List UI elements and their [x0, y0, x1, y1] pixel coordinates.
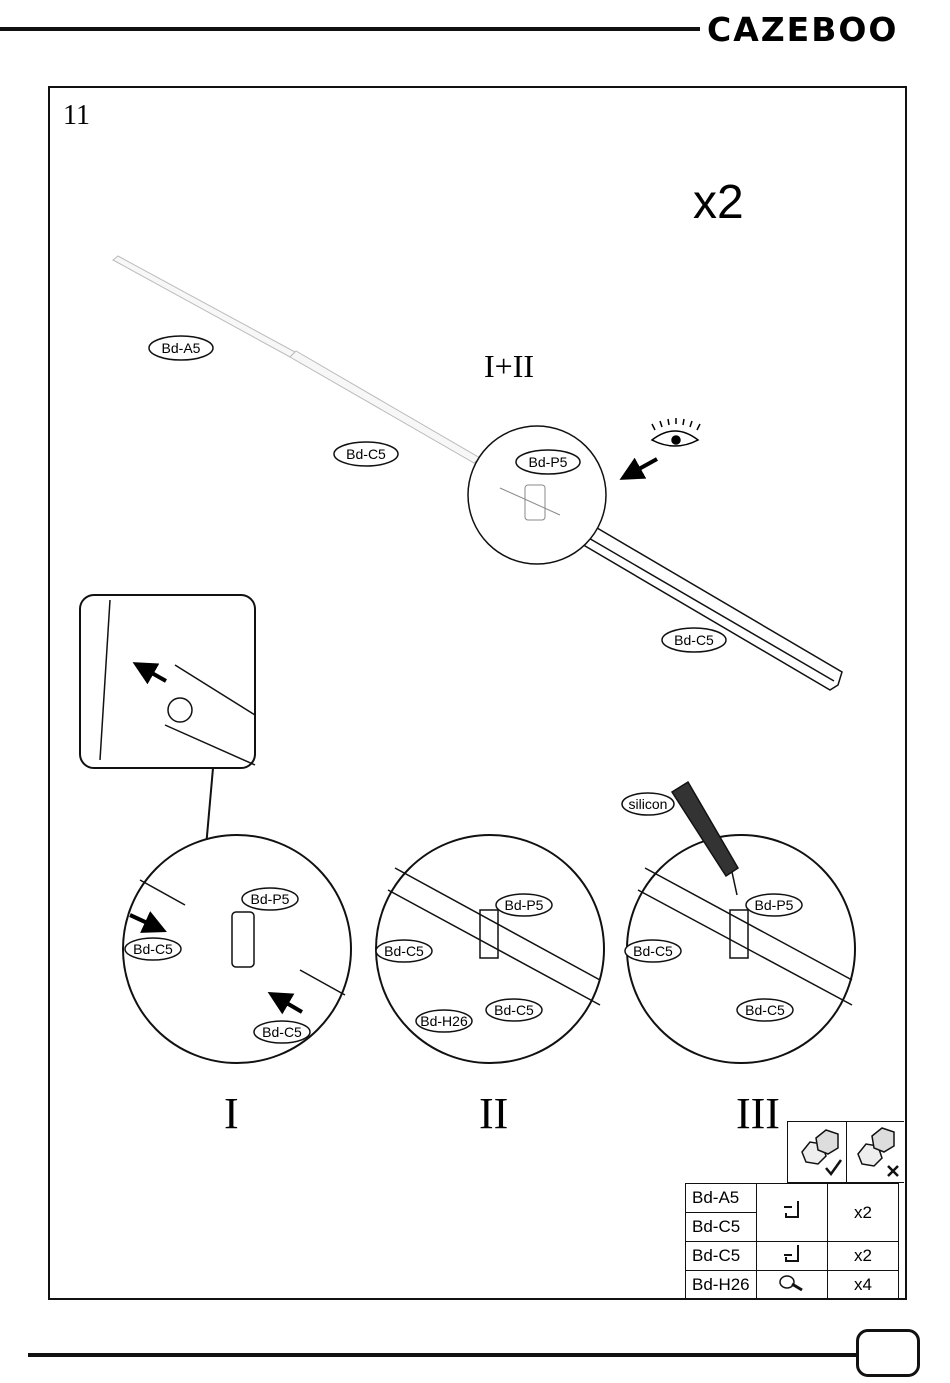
- part-name: Bd-C5: [686, 1242, 757, 1271]
- label-bd-a5: Bd-A5: [162, 340, 201, 356]
- part-count: x2: [828, 1184, 899, 1242]
- part-name: Bd-H26: [686, 1271, 757, 1300]
- bolt-loose-icon: [858, 1128, 898, 1176]
- combo-label: I+II: [484, 348, 534, 385]
- bolt-tightness-box: [787, 1121, 904, 1183]
- page-number-box: [856, 1329, 920, 1377]
- label-bd-p5-stage1: Bd-P5: [251, 891, 290, 907]
- label-bd-c5-stage2a: Bd-C5: [384, 943, 424, 959]
- parts-table: Bd-A5 x2 Bd-C5 Bd-C5 x2 Bd-H26 x4: [685, 1183, 899, 1300]
- label-silicon: silicon: [629, 796, 668, 812]
- label-bd-c5-stage2b: Bd-C5: [494, 1002, 534, 1018]
- label-bd-p5-stage2: Bd-P5: [505, 897, 544, 913]
- label-bd-p5-top: Bd-P5: [529, 454, 568, 470]
- profile-icon: [757, 1242, 828, 1271]
- table-row: Bd-A5 x2: [686, 1184, 899, 1213]
- label-bd-c5-stage3a: Bd-C5: [633, 943, 673, 959]
- detail-circle-top: [468, 426, 606, 564]
- table-row: Bd-C5 x2: [686, 1242, 899, 1271]
- label-bd-p5-stage3: Bd-P5: [755, 897, 794, 913]
- rail-c5-right: [580, 525, 842, 690]
- part-count: x2: [828, 1242, 899, 1271]
- part-name: Bd-C5: [686, 1213, 757, 1242]
- stage-label-3: III: [736, 1088, 780, 1139]
- eye-icon: [652, 418, 700, 446]
- label-bd-c5-stage1b: Bd-C5: [262, 1024, 302, 1040]
- footer-rule: [28, 1353, 856, 1357]
- inset-detail-box: [80, 595, 255, 768]
- profile-icon: [757, 1184, 828, 1242]
- arrow-icon: [630, 459, 657, 474]
- label-bd-c5-stage3b: Bd-C5: [745, 1002, 785, 1018]
- part-name: Bd-A5: [686, 1184, 757, 1213]
- bolt-tight-icon: [802, 1130, 841, 1174]
- screw-icon: [757, 1271, 828, 1300]
- label-bd-h26-stage2: Bd-H26: [420, 1013, 468, 1029]
- stage-label-1: I: [224, 1088, 239, 1139]
- part-count: x4: [828, 1271, 899, 1300]
- label-bd-c5-top: Bd-C5: [346, 446, 386, 462]
- table-row: Bd-H26 x4: [686, 1271, 899, 1300]
- stage-label-2: II: [479, 1088, 508, 1139]
- label-bd-c5-right: Bd-C5: [674, 632, 714, 648]
- label-bd-c5-stage1a: Bd-C5: [133, 941, 173, 957]
